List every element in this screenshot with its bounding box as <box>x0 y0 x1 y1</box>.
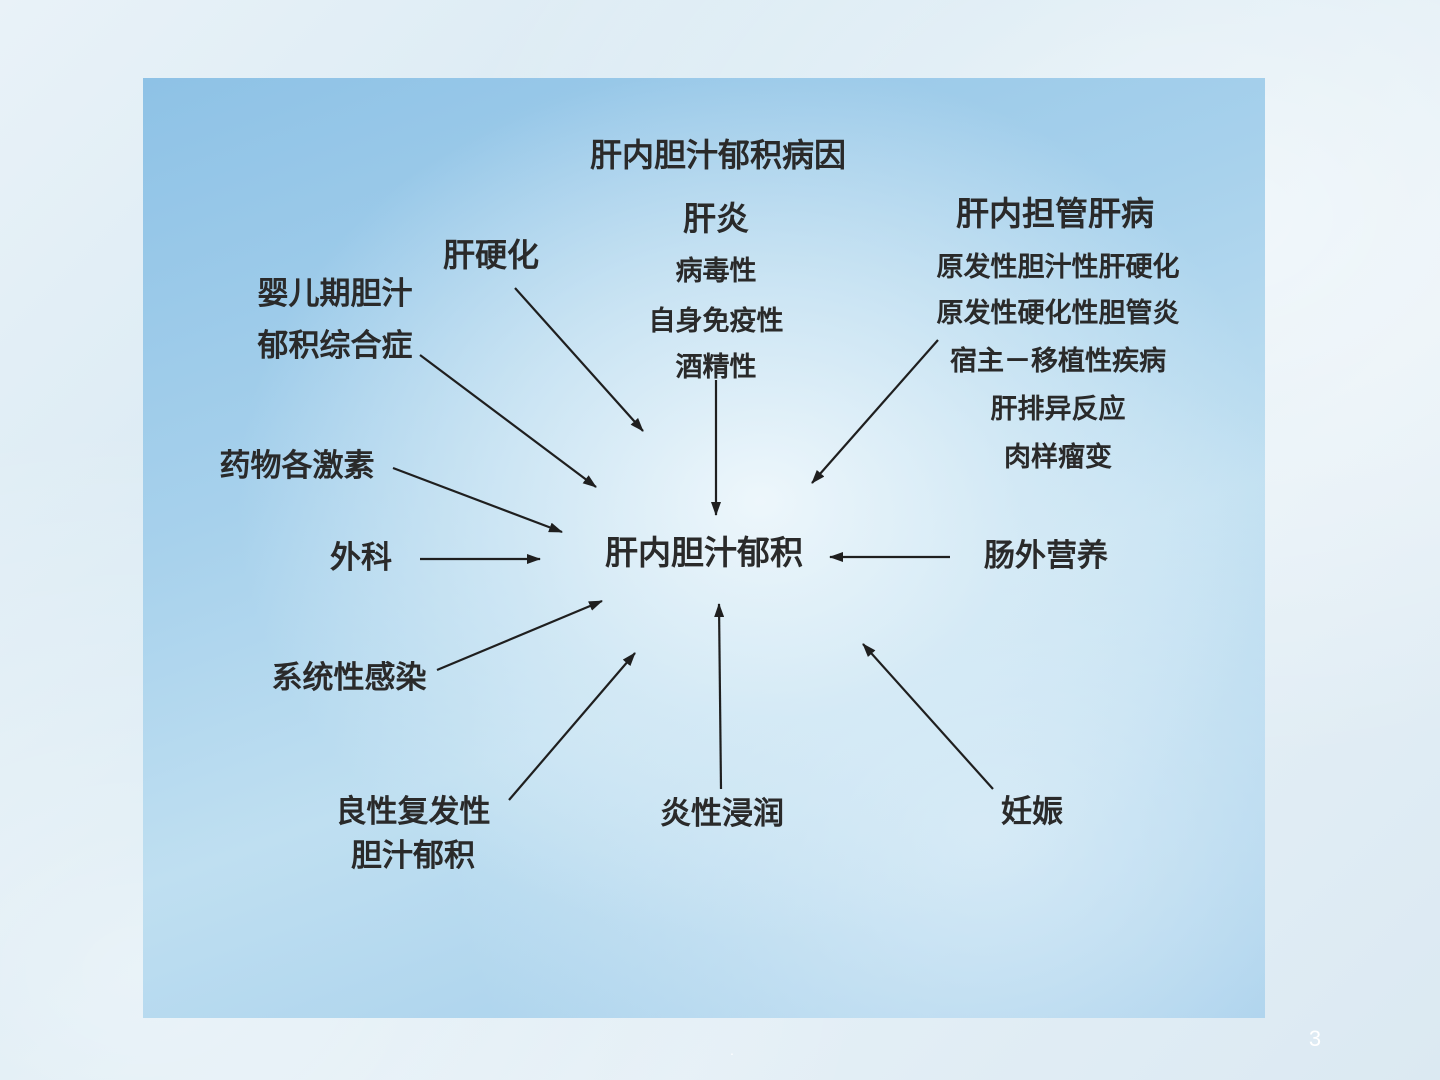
hepatitis-item-autoimmune: 自身免疫性 <box>649 305 784 337</box>
arrow-cirrhosis <box>514 287 644 432</box>
cause-infant-cholestasis-line1: 婴儿期胆汁 <box>258 276 413 312</box>
arrow-infant-cholestasis <box>419 354 597 488</box>
arrow-drugs-hormones <box>392 466 563 534</box>
duct-disease-item-psc: 原发性硬化性胆管炎 <box>937 297 1180 329</box>
footer-dot: . <box>730 1042 734 1058</box>
duct-disease-item-pbc: 原发性胆汁性肝硬化 <box>937 251 1180 283</box>
cause-cirrhosis: 肝硬化 <box>443 236 539 274</box>
cause-surgery: 外科 <box>330 540 392 576</box>
arrow-benign-recurrent <box>508 652 636 801</box>
arrow-inflammatory-infiltration <box>714 603 725 790</box>
center-node-cholestasis: 肝内胆汁郁积 <box>605 533 803 572</box>
cause-pregnancy: 妊娠 <box>1001 794 1063 830</box>
hepatitis-heading: 肝炎 <box>683 199 749 238</box>
duct-disease-item-sarcoidosis: 肉样瘤变 <box>1004 441 1112 473</box>
diagram-panel <box>143 78 1265 1018</box>
cause-drugs-hormones: 药物各激素 <box>220 448 375 484</box>
arrow-duct-disease <box>811 339 939 484</box>
arrow-systemic-infection <box>436 599 603 672</box>
cause-benign-recurrent-line1: 良性复发性 <box>336 794 491 830</box>
hepatitis-item-alcoholic: 酒精性 <box>676 352 757 383</box>
hepatitis-item-viral: 病毒性 <box>676 256 757 287</box>
cause-infant-cholestasis-line2: 郁积综合症 <box>257 328 413 364</box>
cause-parenteral-nutrition: 肠外营养 <box>984 538 1108 574</box>
page-number: 3 <box>1308 1026 1322 1051</box>
duct-disease-heading: 肝内担管肝病 <box>956 194 1154 233</box>
cause-systemic-infection: 系统性感染 <box>272 660 427 696</box>
duct-disease-item-rejection: 肝排异反应 <box>991 393 1126 425</box>
cause-inflammatory-infiltration: 炎性浸润 <box>660 796 784 832</box>
arrow-pregnancy <box>862 643 994 790</box>
duct-disease-item-gvhd: 宿主－移植性疾病 <box>950 345 1166 377</box>
cause-benign-recurrent-line2: 胆汁郁积 <box>351 838 475 874</box>
diagram-title: 肝内胆汁郁积病因 <box>590 136 846 174</box>
